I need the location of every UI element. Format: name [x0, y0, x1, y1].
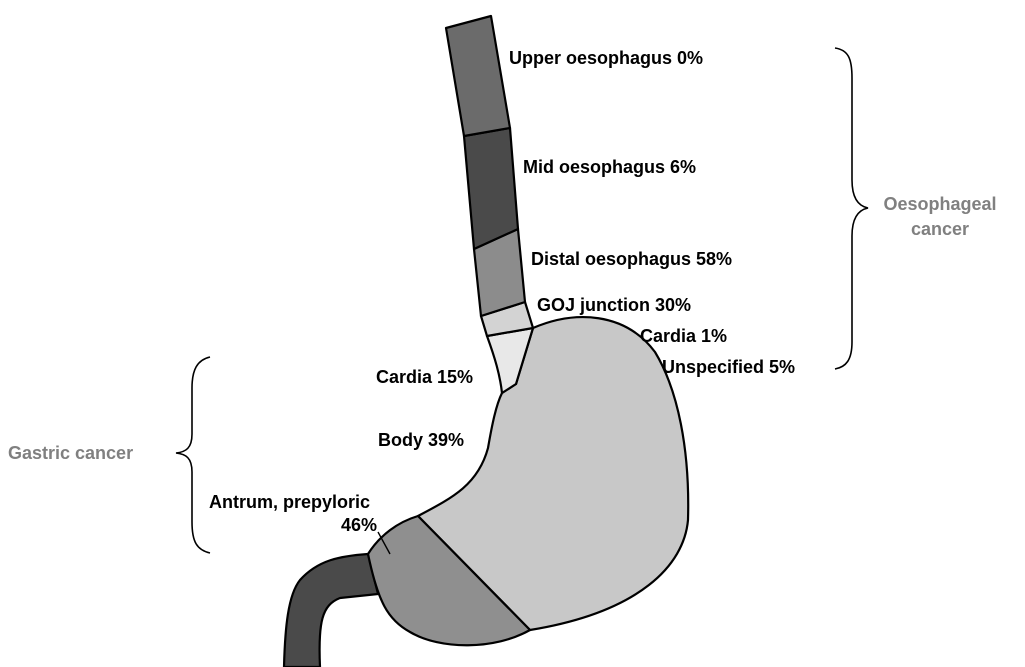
unspecified-label: Unspecified 5%: [662, 357, 795, 377]
mid-oesophagus-segment: [464, 128, 518, 249]
oesophageal-brace: [835, 48, 868, 369]
oesophageal-cancer-label-line1: Oesophageal: [883, 194, 996, 214]
gastric-body-label: Body 39%: [378, 430, 464, 450]
upper-oesophagus-label: Upper oesophagus 0%: [509, 48, 703, 68]
gastric-brace: [176, 357, 210, 553]
upper-oesophagus-segment: [446, 16, 510, 136]
distal-oesophagus-label: Distal oesophagus 58%: [531, 249, 732, 269]
gastric-cardia-label: Cardia 15%: [376, 367, 473, 387]
gastric-cancer-label: Gastric cancer: [8, 443, 133, 463]
antrum-label-line1: Antrum, prepyloric: [209, 492, 370, 512]
antrum-label-line2: 46%: [341, 515, 377, 535]
mid-oesophagus-label: Mid oesophagus 6%: [523, 157, 696, 177]
duodenum-segment: [284, 554, 378, 667]
oesophageal-cardia-label: Cardia 1%: [640, 326, 727, 346]
goj-junction-label: GOJ junction 30%: [537, 295, 691, 315]
oesophageal-cancer-label-line2: cancer: [911, 219, 969, 239]
